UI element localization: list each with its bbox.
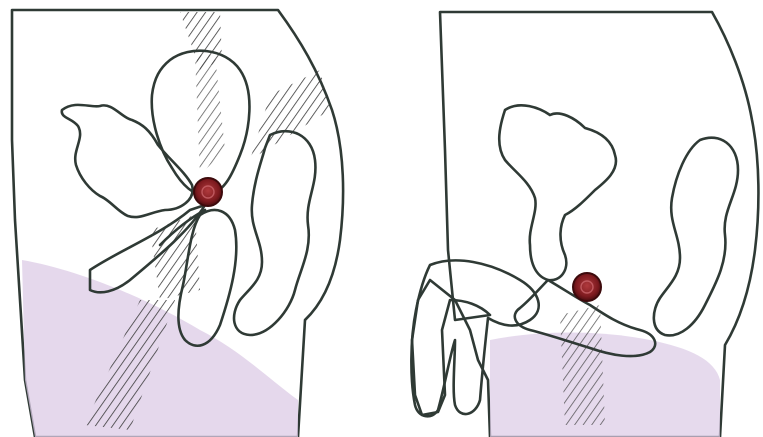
right-organ-rectum	[654, 138, 738, 336]
right-hatch	[560, 305, 605, 425]
right-marker-dot	[573, 273, 601, 301]
right-panel	[411, 12, 758, 437]
right-organ-bladder	[499, 105, 616, 280]
right-lower-tissue	[490, 333, 720, 437]
left-hatch-diagonal	[250, 70, 330, 160]
left-organ-rectum	[234, 131, 315, 335]
left-panel	[12, 10, 343, 437]
left-marker-dot	[194, 178, 222, 206]
left-uterus-hatch	[195, 55, 225, 175]
left-organ-bladder	[62, 105, 193, 217]
